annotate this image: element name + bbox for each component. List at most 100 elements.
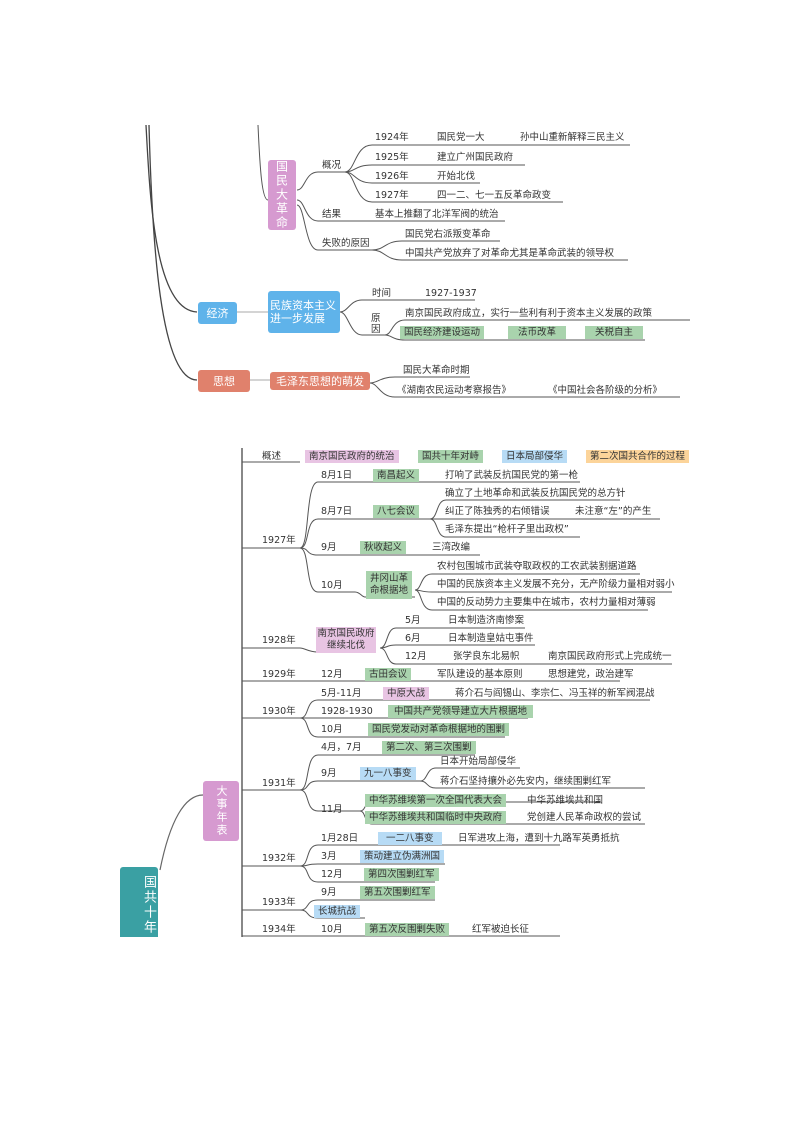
overview-event-1925: 建立广州国民政府 (437, 152, 514, 163)
event-item: 蒋介石坚持攘外必先安内，继续围剿红军 (440, 776, 612, 787)
reason-label: 原因 (371, 313, 381, 335)
reason-tag: 国民经济建设运动 (400, 326, 485, 339)
overview-label: 概述 (262, 451, 282, 462)
event-date: 8月7日 (321, 506, 353, 517)
event-tag: 第二次、第三次围剿 (382, 741, 476, 754)
thought-topic[interactable]: 毛泽东思想的萌发 (270, 372, 370, 390)
event-tag: 长城抗战 (314, 905, 361, 918)
thought-work: 《中国社会各阶级的分析》 (548, 385, 663, 396)
event-text: 军队建设的基本原则 (437, 669, 523, 680)
event-date: 10月 (321, 724, 343, 735)
event-text: 红军被迫长征 (472, 924, 530, 935)
economy-topic[interactable]: 民族资本主义进一步发展 (268, 291, 340, 333)
event-date: 9月 (321, 768, 337, 779)
result-label: 结果 (322, 209, 342, 220)
event-date: 11月 (321, 804, 343, 815)
event-tag: 第四次围剿红军 (364, 868, 439, 881)
overview-year-1925: 1925年 (375, 152, 409, 163)
event-tag: 中国共产党领导建立大片根据地 (388, 705, 534, 718)
event-item: 农村包围城市武装夺取政权的工农武装割据道路 (437, 561, 637, 572)
year-1932: 1932年 (262, 853, 296, 864)
event-date: 10月 (321, 580, 343, 591)
thought-node[interactable]: 思想 (198, 370, 250, 392)
year-1931: 1931年 (262, 778, 296, 789)
result-text: 基本上推翻了北洋军阀的统治 (375, 209, 499, 220)
event-text: 蒋介石与阎锡山、李宗仁、冯玉祥的新军阀混战 (455, 688, 655, 699)
event-date: 1月28日 (321, 833, 359, 844)
event-note: 思想建党，政治建军 (548, 669, 634, 680)
event-item: 中国的反动势力主要集中在城市，农村力量相对薄弱 (437, 597, 656, 608)
event-item: 确立了土地革命和武装反抗国民党的总方针 (445, 488, 626, 499)
event-tag: 国民党发动对革命根据地的围剿 (368, 723, 510, 736)
event-tag: 中华苏维埃第一次全国代表大会 (365, 794, 507, 807)
event-text: 三湾改编 (432, 542, 471, 553)
event-date: 9月 (321, 887, 337, 898)
chronicle-node[interactable]: 大事年表 (203, 781, 239, 841)
event-date: 5月-11月 (321, 688, 362, 699)
event-text: 日军进攻上海，遭到十九路军英勇抵抗 (458, 833, 620, 844)
overview-note-1924: 孙中山重新解释三民主义 (520, 132, 625, 143)
overview-tag: 国共十年对峙 (418, 450, 484, 463)
event-tag: 第五次反围剿失败 (365, 923, 450, 936)
overview-year-1924: 1924年 (375, 132, 409, 143)
event-date: 5月 (405, 615, 421, 626)
year-1930: 1930年 (262, 706, 296, 717)
time-label: 时间 (372, 288, 392, 299)
event-date: 3月 (321, 851, 337, 862)
year-1929: 1929年 (262, 669, 296, 680)
event-item: 日本开始局部侵华 (440, 756, 517, 767)
event-tag: 第五次围剿红军 (360, 886, 435, 899)
event-date: 10月 (321, 924, 343, 935)
event-tag: 九一八事变 (360, 767, 416, 780)
event-tag: 中华苏维埃共和国临时中央政府 (365, 811, 507, 824)
event-date: 12月 (321, 869, 343, 880)
event-note: 党创建人民革命政权的尝试 (527, 812, 642, 823)
root-node[interactable]: 国共十年 (120, 867, 158, 937)
event-item: 纠正了陈独秀的右倾错误 (445, 506, 550, 517)
event-text: 张学良东北易帜 (453, 651, 520, 662)
thought-work: 《湖南农民运动考察报告》 (397, 385, 512, 396)
event-note: 中华苏维埃共和国 (527, 795, 604, 806)
overview-year-1926: 1926年 (375, 171, 409, 182)
year-1927: 1927年 (262, 535, 296, 546)
event-note: 未注意“左”的产生 (575, 506, 652, 517)
thought-period: 国民大革命时期 (403, 365, 470, 376)
overview-label: 概况 (322, 160, 342, 171)
overview-tag: 日本局部侵华 (502, 450, 568, 463)
event-tag: 秋收起义 (360, 541, 407, 554)
event-date: 1928-1930 (321, 706, 373, 717)
event-tag: 南京国民政府继续北伐 (316, 627, 376, 653)
reason-tag: 关税自主 (585, 326, 644, 339)
event-tag: 南昌起义 (373, 469, 420, 482)
reason-tag: 法币改革 (508, 326, 567, 339)
overview-event-1924: 国民党一大 (437, 132, 485, 143)
year-1934: 1934年 (262, 924, 296, 935)
failure-label: 失败的原因 (322, 238, 370, 249)
failure-item: 中国共产党放弃了对革命尤其是革命武装的领导权 (405, 248, 615, 259)
event-tag: 八七会议 (373, 505, 420, 518)
event-date: 6月 (405, 633, 421, 644)
event-text: 打响了武装反抗国民党的第一枪 (445, 470, 579, 481)
event-date: 8月1日 (321, 470, 353, 481)
year-1928: 1928年 (262, 635, 296, 646)
event-date: 4月，7月 (321, 742, 362, 753)
overview-year-1927: 1927年 (375, 190, 409, 201)
event-date: 12月 (321, 669, 343, 680)
time-value: 1927-1937 (425, 288, 477, 299)
event-date: 12月 (405, 651, 427, 662)
event-note: 南京国民政府形式上完成统一 (548, 651, 672, 662)
revolution-node[interactable]: 国民大革命 (268, 160, 296, 230)
event-item: 毛泽东提出“枪杆子里出政权” (445, 524, 569, 535)
overview-tag: 南京国民政府的统治 (305, 450, 399, 463)
overview-event-1926: 开始北伐 (437, 171, 476, 182)
event-tag: 古田会议 (365, 668, 412, 681)
event-tag: 一二八事变 (378, 832, 442, 845)
event-tag: 中原大战 (383, 687, 430, 700)
overview-event-1927: 四一二、七一五反革命政变 (437, 190, 552, 201)
event-date: 9月 (321, 542, 337, 553)
overview-tag: 第二次国共合作的过程 (586, 450, 690, 463)
event-item: 中国的民族资本主义发展不充分，无产阶级力量相对弱小 (437, 579, 675, 590)
event-tag: 井冈山革命根据地 (366, 571, 412, 599)
economy-node[interactable]: 经济 (198, 302, 237, 324)
